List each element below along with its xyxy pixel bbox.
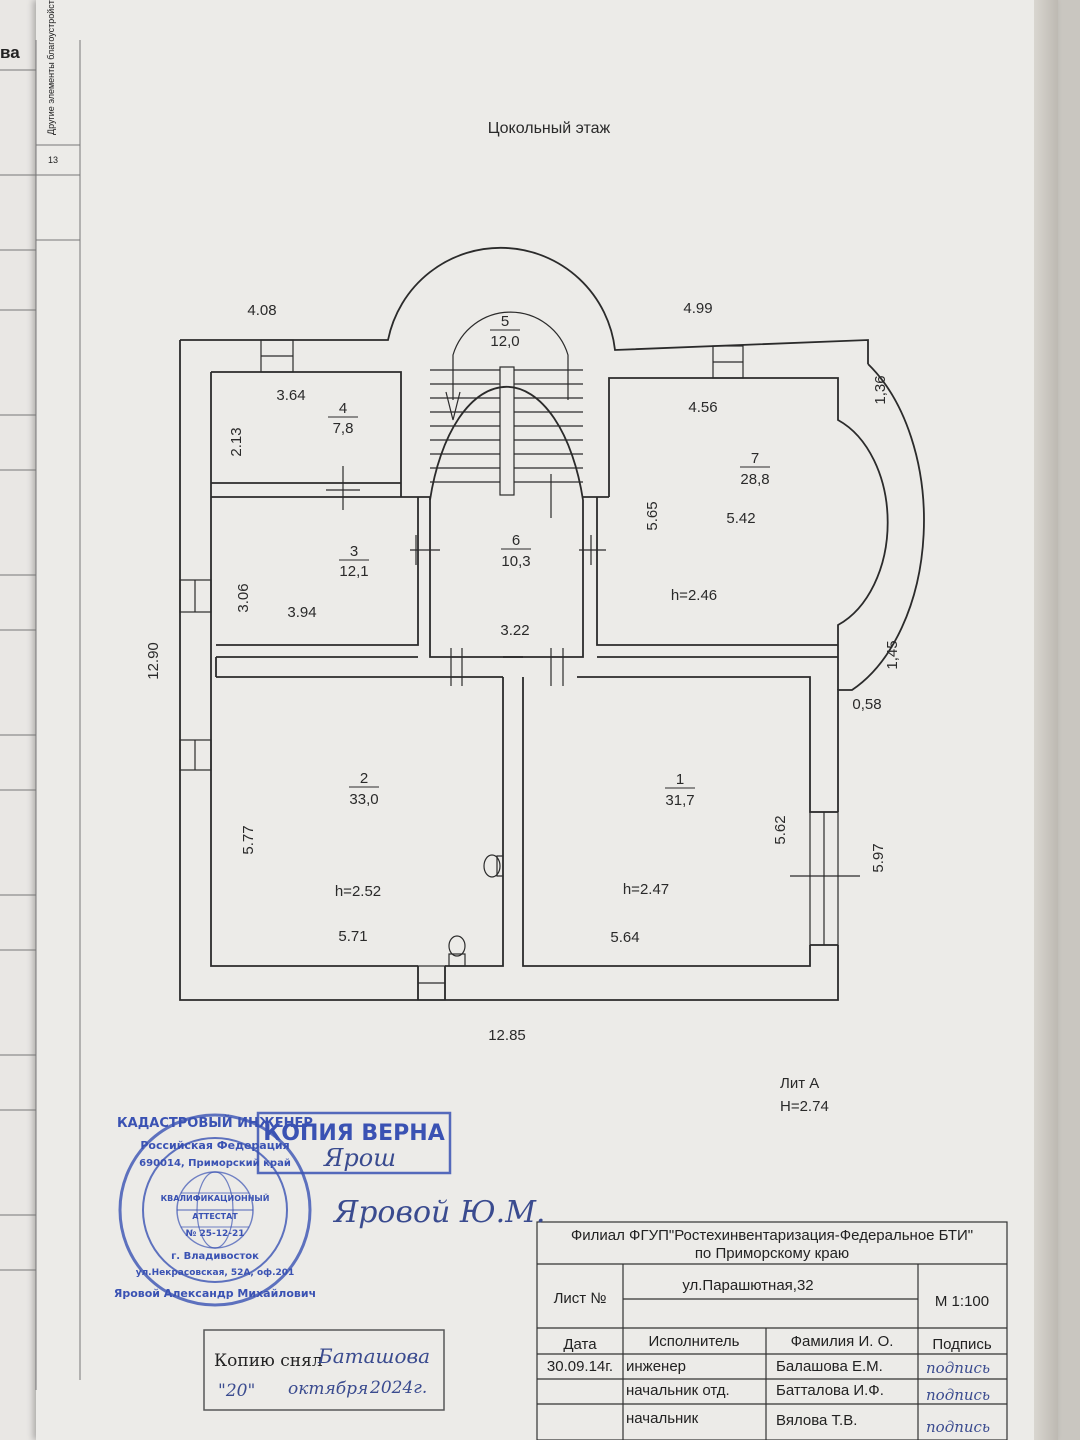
room6-area: 10,3: [501, 553, 530, 570]
dim-right-mid: 1,45: [884, 640, 901, 669]
date-month: октября: [288, 1379, 368, 1399]
stamp-city: 690014, Приморский край: [139, 1158, 291, 1169]
header-date: Дата: [563, 1336, 597, 1353]
room7-number: 7: [751, 450, 759, 467]
dim-room7-height: 5.65: [644, 501, 661, 530]
header-sign: Подпись: [932, 1336, 992, 1353]
dim-right-bottom: 5.97: [870, 843, 887, 872]
room5-number: 5: [501, 313, 509, 330]
row1-date: 30.09.14г.: [547, 1358, 613, 1375]
room3-area: 12,1: [339, 563, 368, 580]
dim-room3-height: 3.06: [235, 583, 252, 612]
row1-name: Балашова Е.М.: [776, 1358, 883, 1375]
dim-room6-width: 3.22: [500, 622, 529, 639]
stamp-center-2: АТТЕСТАТ: [192, 1212, 238, 1221]
room1-height: h=2.47: [623, 881, 669, 898]
org-line1: Филиал ФГУП"Ростехинвентаризация-Федерал…: [571, 1227, 973, 1244]
room6-number: 6: [512, 532, 520, 549]
room1-number: 1: [676, 771, 684, 788]
round-stamp: [118, 1113, 312, 1307]
copy-verified-stamp: [256, 1111, 452, 1175]
door-marks: [326, 466, 860, 877]
row3-name: Вялова Т.В.: [776, 1412, 857, 1429]
room5-area: 12,0: [490, 333, 519, 350]
row1-role: инженер: [626, 1358, 686, 1375]
windows: [179, 339, 839, 1001]
row2-role: начальник отд.: [626, 1382, 730, 1399]
header-executor: Исполнитель: [649, 1333, 740, 1350]
dim-room2-width: 5.71: [338, 928, 367, 945]
room7-height: h=2.46: [671, 587, 717, 604]
signature-name: Яровой Ю.М.: [332, 1195, 545, 1230]
stamp-outer-left: Российская Федерация: [140, 1139, 289, 1152]
stamp-kopia-sign: Ярош: [323, 1144, 396, 1172]
stamp-center-1: КВАЛИФИКАЦИОННЫЙ: [161, 1192, 270, 1203]
dim-room1-width: 5.64: [610, 929, 639, 946]
dim-right-offset: 0,58: [852, 696, 881, 713]
room2-number: 2: [360, 770, 368, 787]
copy-taken-stamp: [203, 1329, 445, 1411]
header-name: Фамилия И. О.: [791, 1333, 894, 1350]
date-day: "20": [218, 1381, 255, 1401]
dim-top-left: 4.08: [247, 302, 276, 319]
scale: М 1:100: [935, 1293, 989, 1310]
room1-area: 31,7: [665, 792, 694, 809]
sidebar-table: [0, 40, 81, 1390]
sidebar-corner-text: ва: [0, 43, 20, 62]
dim-room7-inner: 5.42: [726, 510, 755, 527]
kopiu-label: Копию снял: [214, 1351, 323, 1371]
row2-name: Батталова И.Ф.: [776, 1382, 884, 1399]
room4-number: 4: [339, 400, 347, 417]
date-year: 2024г.: [369, 1378, 427, 1398]
dim-right-top: 1,36: [872, 375, 889, 404]
address: ул.Парашютная,32: [682, 1277, 813, 1294]
sidebar-col-number: 13: [48, 155, 58, 165]
row3-sign: подпись: [926, 1418, 990, 1436]
room4-area: 7,8: [333, 420, 354, 437]
stamp-outer-top: КАДАСТРОВЫЙ ИНЖЕНЕР: [117, 1115, 313, 1131]
dim-room4-width: 3.64: [276, 387, 305, 404]
stamp-kopia: КОПИЯ ВЕРНА: [263, 1121, 444, 1146]
row2-sign: подпись: [926, 1386, 990, 1404]
dim-room4-height: 2.13: [228, 427, 245, 456]
dim-room3-width: 3.94: [287, 604, 316, 621]
sheet-label: Лист №: [554, 1290, 607, 1307]
dim-bottom-total: 12.85: [488, 1027, 526, 1044]
page-edge: [1034, 0, 1058, 1440]
stamp-city2: г. Владивосток: [171, 1251, 259, 1262]
total-height: H=2.74: [780, 1098, 829, 1115]
plumbing-fixtures: [448, 854, 503, 967]
room3-number: 3: [350, 543, 358, 560]
plan-title: Цокольный этаж: [488, 120, 611, 137]
org-line2: по Приморскому краю: [695, 1245, 849, 1262]
floor-plan-page: [36, 0, 1058, 1440]
stamp-name: Яровой Александр Михайлович: [114, 1287, 316, 1300]
sidebar-col-title: Другие элементы благоустройства: [46, 0, 56, 135]
room7-area: 28,8: [740, 471, 769, 488]
lit-label: Лит А: [780, 1075, 819, 1092]
row1-sign: подпись: [926, 1359, 990, 1377]
dim-room1-height: 5.62: [772, 815, 789, 844]
stamp-street: ул.Некрасовская, 52А, оф.201: [136, 1268, 295, 1278]
title-block: [536, 1221, 1008, 1440]
row3-role: начальник: [626, 1410, 699, 1427]
dim-room2-height: 5.77: [240, 825, 257, 854]
room2-height: h=2.52: [335, 883, 381, 900]
dim-top-right: 4.99: [683, 300, 712, 317]
dim-room7-width: 4.56: [688, 399, 717, 416]
stamp-center-3: № 25-12-21: [185, 1229, 244, 1239]
room-labels: [328, 329, 770, 789]
room2-area: 33,0: [349, 791, 378, 808]
kopiu-name: Баташова: [317, 1344, 430, 1368]
dim-left-total: 12.90: [145, 642, 162, 680]
staircase: [430, 311, 583, 496]
walls: [179, 246, 925, 1001]
